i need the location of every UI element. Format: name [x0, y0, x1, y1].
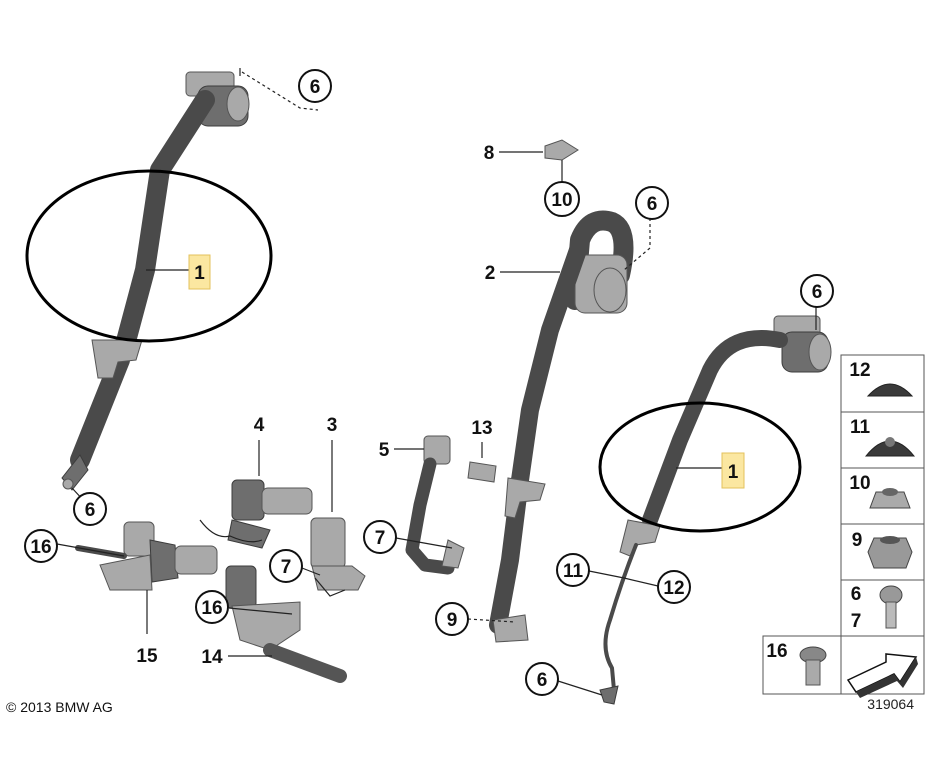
label-3: 3: [327, 415, 338, 436]
retractor-spool: [226, 86, 250, 122]
part-15-buckle-set: [75, 521, 218, 591]
callout-6-lower-left: [73, 492, 107, 526]
callout-7-center: [363, 520, 397, 554]
hex-nut-9-icon: [867, 537, 913, 569]
legend-10-label: 10: [849, 473, 870, 494]
part-1-label-right: 1: [728, 462, 739, 483]
callout-6-lower-left-text: 6: [85, 500, 96, 521]
part-5-belt-buckle-strap: [405, 435, 465, 575]
callout-7-buckle-text: 7: [281, 557, 292, 578]
label-4: 4: [254, 415, 265, 436]
legend-7-label: 7: [851, 611, 862, 632]
callout-9-center: [435, 602, 469, 636]
label-8: 8: [484, 143, 495, 164]
part-13-clip: [467, 461, 497, 483]
part-14-buckle: [225, 565, 347, 683]
callout-10-top: [544, 181, 580, 217]
diagram-number: 319064: [867, 696, 914, 712]
callout-6-right-text: 6: [812, 282, 823, 303]
copyright-notice: © 2013 BMW AG: [6, 699, 113, 715]
anchor-bolt: [62, 478, 74, 490]
callout-10-top-text: 10: [551, 190, 572, 211]
callout-7-buckle: [269, 549, 303, 583]
callout-6-bottom-text: 6: [537, 670, 548, 691]
label-2: 2: [485, 263, 496, 284]
part-4-double-buckle: [199, 479, 313, 549]
label-14: 14: [201, 647, 223, 668]
legend-panel: 12 11 10 9 6 7 16: [762, 354, 925, 698]
callout-11-text: 11: [563, 561, 584, 582]
part-2-front-belt: [489, 210, 634, 643]
label-15: 15: [136, 646, 158, 667]
callout-7-center-text: 7: [375, 528, 386, 549]
label-13: 13: [471, 418, 492, 439]
callout-6-top: [298, 69, 332, 103]
callout-6-top-text: 6: [310, 77, 321, 98]
legend-12-label: 12: [849, 360, 870, 381]
callout-16-right-text: 16: [201, 598, 222, 619]
callout-6-bottom: [525, 662, 559, 696]
callout-11: [556, 553, 590, 587]
callout-16-left: [24, 529, 58, 563]
rear-right-belt-assembly: [599, 315, 832, 705]
callout-16-right: [195, 590, 229, 624]
label-5: 5: [379, 440, 390, 461]
plug-12-icon: [866, 383, 914, 397]
legend-16-label: 16: [766, 641, 787, 662]
front-direction-arrow-icon: [846, 653, 918, 698]
callout-12: [657, 570, 691, 604]
callout-6-center: [635, 186, 669, 220]
legend-11-label: 11: [850, 417, 871, 438]
callout-16-left-text: 16: [30, 537, 51, 558]
callout-6-center-text: 6: [647, 194, 658, 215]
part-3-buckle: [310, 517, 366, 597]
callout-12-text: 12: [663, 578, 684, 599]
legend-row-12: [840, 354, 925, 413]
belt-strap-upper: [115, 90, 215, 355]
legend-row-11: [840, 411, 925, 469]
rear-left-belt-assembly: [61, 71, 250, 491]
legend-9-label: 9: [852, 530, 863, 551]
legend-6-label: 6: [851, 584, 862, 605]
part-8-cap: [544, 139, 579, 161]
part-1-label-left: 1: [194, 263, 205, 284]
part-1-highlight-right: [721, 452, 745, 489]
highlight-ellipse-left: [25, 169, 273, 343]
highlight-ellipse-right: [598, 401, 802, 533]
callout-9-center-text: 9: [447, 610, 458, 631]
part-1-highlight-left: [188, 254, 211, 290]
callout-6-right: [800, 274, 834, 308]
bolt-6-7-icon: [879, 585, 903, 605]
